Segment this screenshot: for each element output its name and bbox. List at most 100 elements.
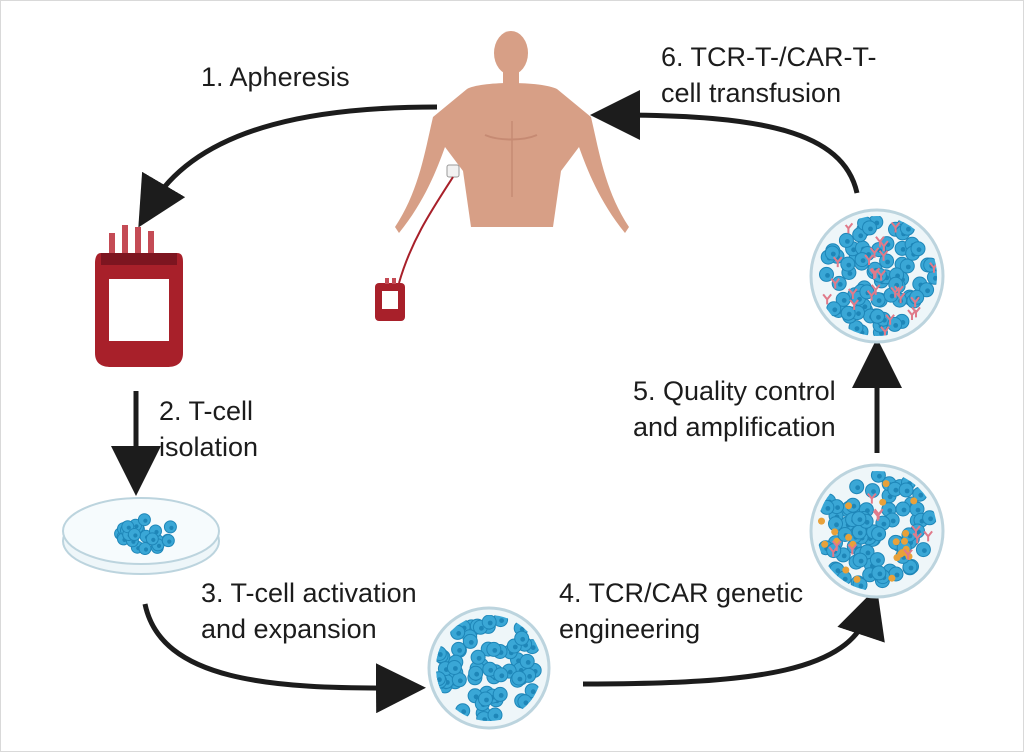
engineered-cells-dish-icon [809, 463, 945, 599]
cell-nucleus-icon [841, 553, 847, 559]
cell-nucleus-icon [830, 251, 836, 257]
step-1-label: 1. Apheresis [201, 59, 350, 95]
viral-vector-icon [902, 529, 910, 537]
cell-nucleus-icon [847, 271, 853, 276]
car-receptor-icon [890, 221, 901, 233]
step-6-text-line2: cell transfusion [661, 78, 842, 108]
cell-nucleus-icon [492, 648, 498, 653]
car-receptor-icon [866, 290, 877, 301]
cell-nucleus-icon [499, 618, 504, 623]
car-receptor-icon [895, 292, 906, 304]
cell-nucleus-icon [860, 258, 866, 263]
cell-nucleus-icon [876, 314, 881, 320]
car-receptor-icon [910, 296, 920, 308]
cell-nucleus-icon [517, 676, 523, 682]
cell-nucleus-icon [876, 298, 882, 303]
cell-nucleus-icon [457, 648, 462, 653]
cell-nucleus-icon [862, 304, 868, 310]
car-receptor-icon [830, 277, 841, 289]
cell-nucleus-icon [893, 487, 899, 493]
human-body-icon [375, 31, 629, 321]
step-2-label: 2. T-cell isolation [159, 393, 258, 465]
cell-nucleus-icon [906, 226, 911, 232]
cell-nucleus-icon [169, 525, 174, 531]
car-receptor-icon [828, 546, 839, 557]
cell-nucleus-icon [453, 666, 458, 671]
cell-nucleus-icon [877, 571, 883, 577]
viral-vector-icon [893, 554, 901, 562]
cell-nucleus-icon [876, 558, 881, 563]
cell-nucleus-icon [858, 233, 864, 239]
cell-nucleus-icon [865, 550, 871, 556]
car-receptor-icon [864, 254, 874, 265]
cell-nucleus-icon [857, 517, 863, 522]
cell-nucleus-icon [837, 282, 843, 287]
cell-nucleus-icon [901, 507, 907, 513]
car-receptor-icon [869, 268, 879, 280]
cell-nucleus-icon [893, 323, 899, 328]
car-receptor-icon [832, 256, 843, 268]
cell-nucleus-icon [858, 558, 864, 564]
cell-nucleus-icon [134, 524, 139, 529]
cell-nucleus-icon [916, 247, 922, 253]
cell-nucleus-icon [835, 505, 840, 510]
cell-nucleus-icon [527, 674, 532, 679]
cell-nucleus-icon [890, 518, 896, 524]
blood-bag-icon [95, 225, 183, 367]
step-6-label: 6. TCR-T-/CAR-T- cell transfusion [661, 39, 877, 111]
cell-nucleus-icon [167, 539, 172, 544]
cell-nucleus-icon [845, 239, 850, 244]
cell-nucleus-icon [915, 507, 921, 513]
cell-nucleus-icon [456, 631, 462, 636]
cell-nucleus-icon [479, 625, 484, 631]
cell-nucleus-icon [851, 503, 857, 509]
arrow-apheresis [138, 104, 438, 228]
expanded-cells-dish-icon [427, 606, 551, 730]
cell-nucleus-icon [904, 488, 910, 494]
car-receptor-icon [929, 262, 937, 273]
cell-nucleus-icon [846, 311, 852, 317]
cell-nucleus-icon [498, 693, 504, 698]
step-3-text-line1: 3. T-cell activation [201, 578, 417, 608]
viral-vector-icon [831, 528, 839, 536]
cell-nucleus-icon [894, 572, 900, 578]
cell-nucleus-icon [855, 485, 861, 491]
arrow-activation [142, 603, 426, 714]
cell-nucleus-icon [842, 576, 848, 582]
car-receptor-icon [867, 492, 877, 504]
cell-nucleus-icon [857, 530, 863, 536]
cell-nucleus-icon [474, 671, 480, 677]
cell-nucleus-icon [889, 293, 895, 299]
viral-vector-icon [882, 480, 890, 488]
cell-nucleus-icon [877, 473, 882, 479]
cell-nucleus-icon [437, 652, 443, 657]
cell-nucleus-icon [519, 626, 525, 632]
cell-nucleus-icon [525, 660, 531, 665]
cell-nucleus-icon [858, 583, 864, 589]
car-receptor-icon [869, 247, 880, 258]
cell-nucleus-icon [877, 532, 882, 538]
cell-nucleus-icon [476, 655, 482, 661]
cell-nucleus-icon [457, 678, 463, 684]
car-receptor-icon [848, 288, 858, 300]
viral-vector-icon [821, 540, 829, 548]
cell-nucleus-icon [143, 518, 148, 523]
step-3-label: 3. T-cell activation and expansion [201, 575, 417, 647]
viral-vector-icon [853, 575, 861, 583]
cell-nucleus-icon [832, 307, 838, 313]
car-receptor-icon [878, 250, 889, 261]
cell-nucleus-icon [825, 506, 831, 511]
viral-vector-icon [901, 537, 908, 545]
cell-nucleus-icon [151, 537, 156, 543]
cell-nucleus-icon [523, 700, 529, 706]
cell-nucleus-icon [900, 247, 906, 252]
cell-nucleus-icon [854, 326, 860, 331]
cell-nucleus-icon [530, 645, 536, 650]
step-2-text-line2: isolation [159, 432, 259, 462]
viral-vector-icon [910, 497, 918, 505]
cell-nucleus-icon [871, 489, 876, 494]
car-receptor-icon [923, 530, 933, 542]
step-5-text-line1: 5. Quality control [633, 376, 836, 406]
cell-nucleus-icon [856, 311, 861, 316]
